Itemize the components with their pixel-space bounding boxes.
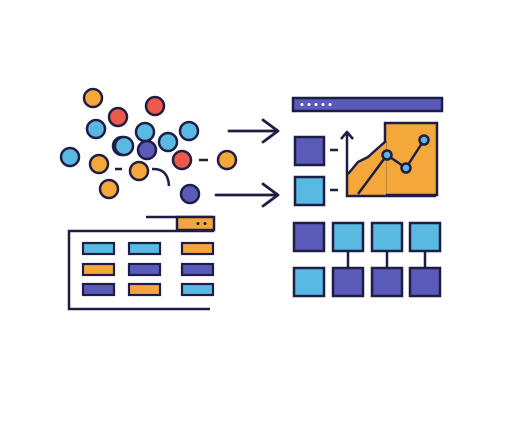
dashboard-tile	[331, 266, 365, 298]
table-cell	[81, 282, 116, 297]
chart-line-marker	[381, 149, 393, 161]
table-cell	[180, 262, 215, 277]
dashboard-tile	[370, 221, 404, 253]
dashboard-title-bar	[291, 96, 444, 113]
dashboard-tile	[292, 266, 326, 298]
data-point-sky	[113, 135, 135, 157]
tile-connector	[346, 251, 427, 268]
dashboard-window-icon	[291, 96, 444, 298]
chart-area-line	[347, 140, 387, 175]
dashboard-tile	[370, 266, 404, 298]
title-bar-dot	[307, 103, 311, 106]
title-bar-dot	[328, 103, 332, 106]
right-arrow-icon	[214, 118, 280, 208]
y-axis-arrow	[340, 130, 354, 140]
data-table-icon	[67, 215, 216, 311]
data-point-purple	[179, 183, 201, 205]
chart-axes	[345, 133, 436, 198]
toolbar-dot	[196, 222, 200, 225]
data-point-sky	[85, 118, 107, 140]
data-point-red	[144, 95, 166, 117]
dashboard-tile	[292, 221, 326, 253]
data-point-sky	[134, 121, 156, 143]
data-point-orange	[216, 149, 238, 171]
dashboard-tile	[408, 266, 442, 298]
toolbar-dot	[203, 222, 207, 225]
table-cell	[127, 241, 162, 256]
title-bar-dot	[321, 103, 325, 106]
table-cell	[180, 282, 215, 297]
table-cell	[81, 262, 116, 277]
tile-grid-icon	[292, 221, 442, 298]
title-bar-dot	[300, 103, 304, 106]
scattered-data-points-icon	[59, 87, 238, 205]
data-point-orange	[98, 178, 120, 200]
data-point-sky	[59, 146, 81, 168]
table-cell	[127, 282, 162, 297]
table-cell	[81, 241, 116, 256]
data-point-orange	[82, 87, 104, 109]
line-area-chart-icon	[340, 121, 439, 198]
data-point-red	[107, 106, 129, 128]
data-point-red	[171, 149, 193, 171]
dashboard-tile	[408, 221, 442, 253]
table-frame	[67, 229, 214, 311]
chart-line-marker	[418, 134, 430, 146]
dashboard-widget-square	[293, 135, 326, 167]
data-point-orange	[88, 153, 110, 175]
connector-curve	[151, 167, 171, 187]
right-arrow-icon	[227, 118, 280, 144]
table-toolbar-tab	[175, 215, 216, 232]
chart-area-fill	[348, 141, 386, 195]
dashboard-tile	[331, 221, 365, 253]
right-arrow-icon	[214, 182, 280, 208]
dashboard-widget-square	[293, 175, 326, 207]
data-point-sky	[178, 120, 200, 142]
table-cell	[180, 241, 215, 256]
title-bar-dot	[314, 103, 318, 106]
data-point-purple	[136, 139, 158, 161]
chart-line-marker	[400, 162, 412, 174]
table-cell	[127, 262, 162, 277]
data-point-sky	[157, 131, 179, 153]
chart-line-series	[356, 139, 426, 195]
data-point-orange	[128, 160, 150, 182]
